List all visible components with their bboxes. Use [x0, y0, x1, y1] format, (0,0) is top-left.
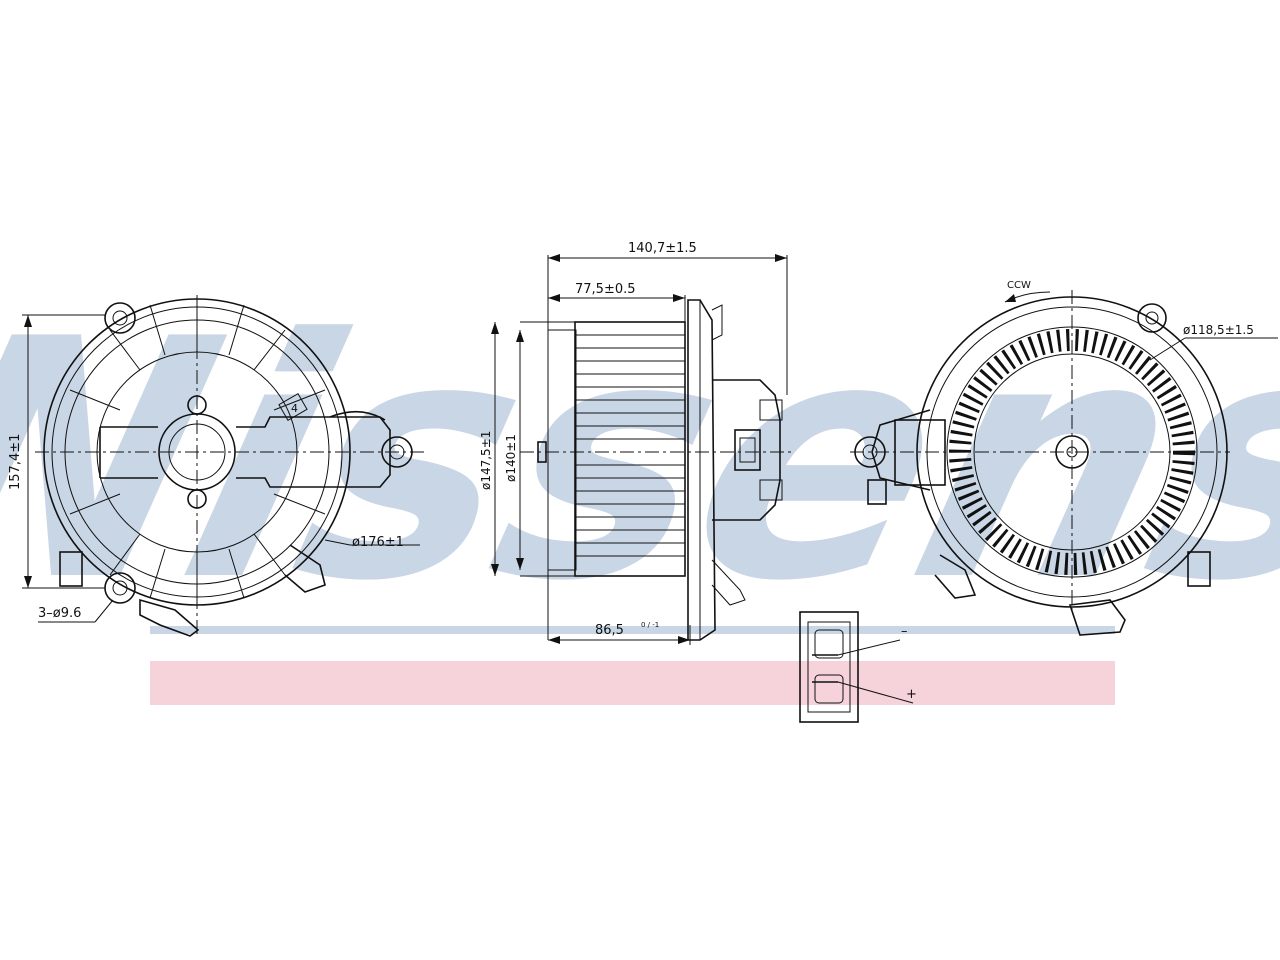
side-total-length: 140,7±1.5 [628, 241, 697, 256]
side-outer-diameter: ø147,5±1 [479, 431, 493, 490]
front-height-dimension: 157,4±1 [8, 434, 23, 490]
rear-top-lug [1137, 303, 1167, 333]
watermark-blue-line [150, 626, 1115, 634]
connector-minus-label: – [901, 624, 908, 639]
side-mount-offset-tolerance: 0 / -1 [641, 621, 659, 629]
rear-view: CCW ø118,5±1.5 [850, 280, 1278, 636]
front-holes-dimension: 3–ø9.6 [38, 606, 81, 621]
connector-detail: – + [799, 611, 917, 723]
connector-body [799, 611, 859, 723]
side-motor-housing [712, 379, 781, 521]
watermark-red-band [150, 661, 1115, 705]
connector-plus-label: + [906, 687, 917, 702]
rear-rotation-label: CCW [1007, 280, 1031, 291]
side-fan-cage [574, 321, 686, 577]
front-view: 4 157,4±1 ø176±1 3–ø9.6 [8, 295, 425, 637]
side-view: 140,7±1.5 77,5±0.5 86,5 0 / -1 ø147,5±1 … [479, 241, 795, 645]
rear-diameter-dimension: ø118,5±1.5 [1183, 323, 1254, 337]
side-fan-blades [575, 334, 685, 557]
side-fan-length: 77,5±0.5 [575, 282, 636, 297]
side-inner-diameter: ø140±1 [504, 434, 518, 482]
side-mount-offset: 86,5 [595, 623, 624, 638]
front-diameter-dimension: ø176±1 [352, 535, 404, 550]
front-top-lug [104, 302, 136, 334]
front-small-label: 4 [291, 402, 298, 415]
